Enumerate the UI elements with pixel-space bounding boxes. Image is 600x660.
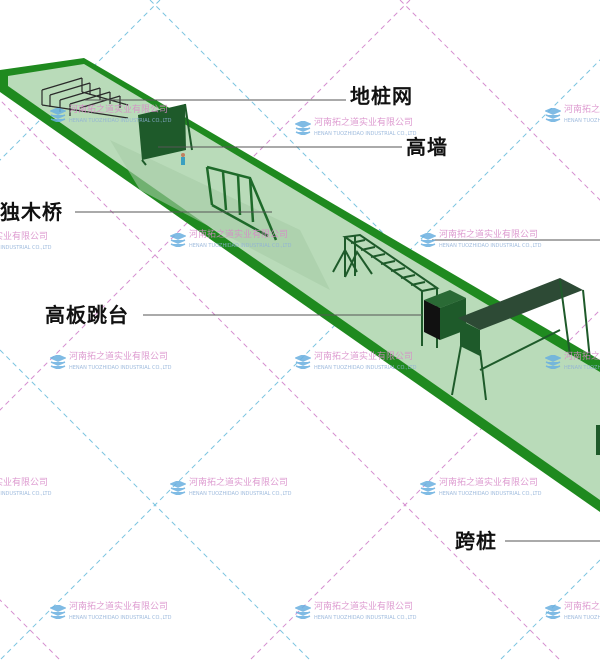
stack-logo-icon — [50, 108, 66, 122]
watermark-cn: 河南拓之道实业有限公司 — [69, 105, 169, 115]
person-figure — [181, 153, 185, 165]
label-high-wall: 高墙 — [406, 135, 448, 159]
watermark-en: HENAN TUOZHIDAO INDUSTRIAL CO.,LTD — [0, 245, 52, 251]
monkey-bars — [332, 233, 440, 348]
watermark: 河南拓之道实业有限公司 HENAN TUOZHIDAO INDUSTRIAL CO… — [545, 602, 600, 622]
ground-pile-net — [41, 77, 129, 119]
stack-logo-icon — [545, 108, 561, 122]
single-log-bridge — [205, 165, 278, 241]
stack-logo-icon — [295, 355, 311, 369]
grid-dash — [0, 349, 311, 660]
watermark-cn: 河南拓之道实业有限公司 — [314, 352, 414, 362]
watermark: 河南拓之道实业有限公司 HENAN TUOZHIDAO INDUSTRIAL CO… — [50, 602, 171, 622]
watermark-cn: 河南拓之道实业有限公司 — [314, 118, 414, 128]
watermark: 河南拓之道实业有限公司 HENAN TUOZHIDAO INDUSTRIAL CO… — [0, 232, 51, 252]
label-single-log-bridge: 独木桥 — [0, 200, 63, 224]
grid-dash — [249, 309, 600, 660]
grid-dash — [0, 99, 561, 660]
watermark: 河南拓之道实业有限公司 HENAN TUOZHIDAO INDUSTRIAL CO… — [420, 478, 541, 498]
watermark-cn: 河南拓之道实业有限公司 — [189, 230, 289, 240]
grid-dash — [0, 0, 411, 411]
watermark: 河南拓之道实业有限公司 HENAN TUOZHIDAO INDUSTRIAL CO… — [170, 230, 291, 250]
watermark-en: HENAN TUOZHIDAO INDUSTRIAL CO.,LTD — [69, 615, 172, 621]
watermark-cn: 河南拓之道实业有限公司 — [564, 602, 600, 612]
watermark-en: HENAN TUOZHIDAO INDUSTRIAL CO.,LTD — [314, 131, 417, 137]
label-ground-pile-net: 地桩网 — [350, 84, 413, 108]
watermark-cn: 河南拓之道实业有限公司 — [69, 602, 169, 612]
watermark: 河南拓之道实业有限公司 HENAN TUOZHIDAO INDUSTRIAL CO… — [295, 602, 416, 622]
watermark: 河南拓之道实业有限公司 HENAN TUOZHIDAO INDUSTRIAL CO… — [50, 352, 171, 372]
field-shadow — [110, 140, 330, 290]
watermark-cn: 河南拓之道实业有限公司 — [439, 478, 539, 488]
watermark-cn: 河南拓之道实业有限公司 — [564, 105, 600, 115]
stack-logo-icon — [170, 481, 186, 495]
stack-logo-icon — [545, 355, 561, 369]
watermark: 河南拓之道实业有限公司 HENAN TUOZHIDAO INDUSTRIAL CO… — [420, 230, 541, 250]
high-wall-brace — [141, 103, 193, 166]
stack-logo-icon — [295, 121, 311, 135]
watermark: 河南拓之道实业有限公司 HENAN TUOZHIDAO INDUSTRIAL CO… — [295, 118, 416, 138]
high-wall — [138, 104, 186, 160]
watermark-cn: 河南拓之道实业有限公司 — [564, 352, 600, 362]
watermark-en: HENAN TUOZHIDAO INDUSTRIAL CO.,LTD — [564, 615, 600, 621]
label-high-board-jump: 高板跳台 — [45, 303, 129, 327]
watermark-cn: 河南拓之道实业有限公司 — [189, 478, 289, 488]
watermark: 河南拓之道实业有限公司 HENAN TUOZHIDAO INDUSTRIAL CO… — [50, 105, 171, 125]
stack-logo-icon — [420, 233, 436, 247]
watermark-en: HENAN TUOZHIDAO INDUSTRIAL CO.,LTD — [564, 118, 600, 124]
watermark: 河南拓之道实业有限公司 HENAN TUOZHIDAO INDUSTRIAL CO… — [0, 478, 51, 498]
watermark-cn: 河南拓之道实业有限公司 — [69, 352, 169, 362]
watermark-en: HENAN TUOZHIDAO INDUSTRIAL CO.,LTD — [314, 615, 417, 621]
stack-logo-icon — [295, 605, 311, 619]
watermark-en: HENAN TUOZHIDAO INDUSTRIAL CO.,LTD — [439, 243, 542, 249]
watermark: 河南拓之道实业有限公司 HENAN TUOZHIDAO INDUSTRIAL CO… — [545, 105, 600, 125]
watermark-cn: 河南拓之道实业有限公司 — [314, 602, 414, 612]
watermark-en: HENAN TUOZHIDAO INDUSTRIAL CO.,LTD — [564, 365, 600, 371]
watermark-en: HENAN TUOZHIDAO INDUSTRIAL CO.,LTD — [439, 491, 542, 497]
watermark: 河南拓之道实业有限公司 HENAN TUOZHIDAO INDUSTRIAL CO… — [170, 478, 291, 498]
label-stride-piles: 跨桩 — [455, 529, 497, 553]
stack-logo-icon — [50, 355, 66, 369]
watermark-cn: 河南拓之道实业有限公司 — [439, 230, 539, 240]
watermark: 河南拓之道实业有限公司 HENAN TUOZHIDAO INDUSTRIAL CO… — [295, 352, 416, 372]
grid-dash — [399, 0, 600, 201]
stride-pile-post — [596, 425, 600, 455]
watermark-en: HENAN TUOZHIDAO INDUSTRIAL CO.,LTD — [0, 491, 52, 497]
stack-logo-icon — [545, 605, 561, 619]
watermark-en: HENAN TUOZHIDAO INDUSTRIAL CO.,LTD — [189, 243, 292, 249]
watermark: 河南拓之道实业有限公司 HENAN TUOZHIDAO INDUSTRIAL CO… — [545, 352, 600, 372]
stack-logo-icon — [170, 233, 186, 247]
watermark-cn: 河南拓之道实业有限公司 — [0, 478, 49, 488]
grid-dash — [149, 0, 600, 451]
watermark-en: HENAN TUOZHIDAO INDUSTRIAL CO.,LTD — [69, 365, 172, 371]
stack-logo-icon — [50, 605, 66, 619]
watermark-en: HENAN TUOZHIDAO INDUSTRIAL CO.,LTD — [69, 118, 172, 124]
watermark-cn: 河南拓之道实业有限公司 — [0, 232, 49, 242]
high-board-jump — [424, 278, 591, 401]
watermark-en: HENAN TUOZHIDAO INDUSTRIAL CO.,LTD — [314, 365, 417, 371]
stack-logo-icon — [420, 481, 436, 495]
watermark-en: HENAN TUOZHIDAO INDUSTRIAL CO.,LTD — [189, 491, 292, 497]
